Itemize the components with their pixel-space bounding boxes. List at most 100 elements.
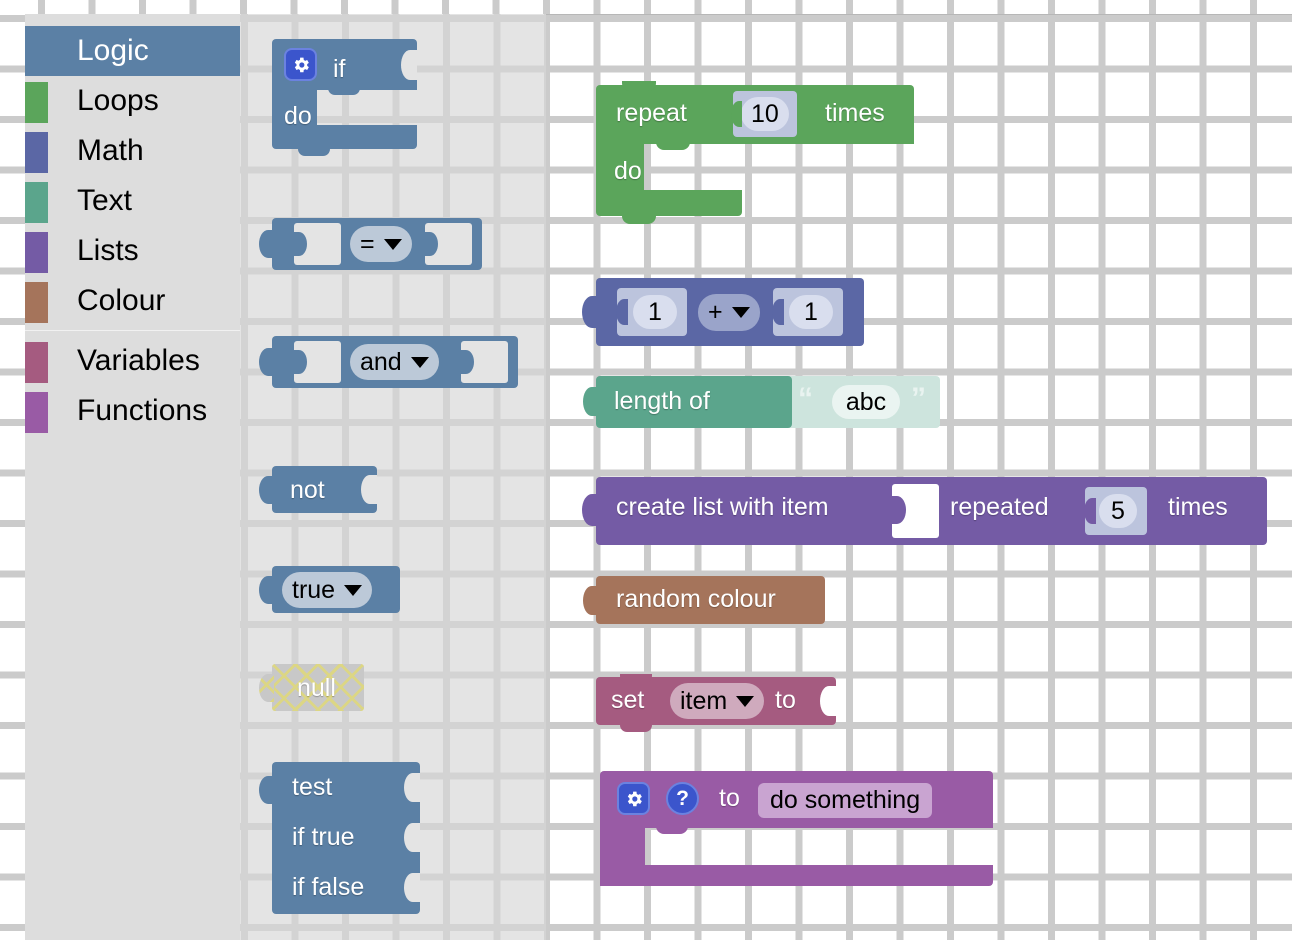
workspace-block-colour-random[interactable]: random colour	[583, 576, 825, 624]
toolbox-category-label: Variables	[77, 344, 200, 377]
category-colour-swatch	[25, 182, 48, 223]
toolbox-separator	[25, 326, 265, 336]
operator-dropdown[interactable]: +	[698, 294, 760, 331]
chevron-down-icon	[736, 695, 755, 707]
block-label-null: null	[297, 674, 336, 702]
flyout-block-logic-compare[interactable]: =	[259, 218, 482, 270]
block-label-repeated: repeated	[950, 493, 1049, 521]
number-field-right[interactable]: 1	[789, 295, 833, 329]
toolbox-category-label: Text	[77, 184, 133, 217]
toolbox-category-label: Logic	[77, 34, 149, 67]
dropdown-value: +	[708, 298, 723, 326]
toolbox-category-label: Loops	[77, 84, 159, 117]
flyout-block-logic-boolean[interactable]: true	[259, 566, 400, 613]
block-label-to: to	[775, 686, 796, 714]
top-notch	[620, 674, 652, 683]
boolean-dropdown[interactable]: true	[282, 572, 373, 608]
toolbox-flyout[interactable]: if do =	[240, 14, 546, 940]
block-label-to: to	[719, 784, 740, 812]
category-colour-swatch	[25, 82, 48, 123]
shadow-number-block[interactable]: 5	[1084, 487, 1147, 535]
chevron-down-icon	[731, 307, 750, 318]
output-plug	[582, 296, 598, 328]
output-plug	[583, 387, 598, 416]
block-label-test: test	[292, 773, 333, 801]
category-colour-swatch	[25, 392, 48, 433]
empty-value-socket[interactable]	[820, 686, 836, 716]
block-label-length-of: length of	[614, 387, 710, 415]
toolbox[interactable]: Logic Loops Math Text Lists Colour Varia…	[25, 14, 265, 940]
number-field[interactable]: 5	[1099, 494, 1137, 528]
block-label-times: times	[825, 99, 885, 127]
category-colour-swatch	[25, 132, 48, 173]
workspace-block-math-arithmetic[interactable]: 1 + 1	[582, 278, 864, 346]
block-label-if: if	[333, 55, 346, 83]
toolbox-category-text[interactable]: Text	[25, 176, 240, 226]
block-label-do: do	[284, 102, 312, 130]
flyout-block-logic-negate[interactable]: not	[259, 466, 377, 513]
chevron-down-icon	[344, 584, 363, 596]
bottom-notch	[620, 723, 652, 732]
workspace-block-text-length[interactable]: length of “ abc ”	[583, 376, 940, 428]
output-plug	[259, 476, 274, 504]
output-plug	[259, 576, 274, 604]
toolbox-category-lists[interactable]: Lists	[25, 226, 240, 276]
number-field[interactable]: 10	[741, 97, 789, 131]
workspace-block-lists-repeat[interactable]: create list with item repeated 5 times	[582, 477, 1267, 545]
toolbox-category-variables[interactable]: Variables	[25, 336, 240, 386]
toolbox-category-colour[interactable]: Colour	[25, 276, 240, 326]
category-colour-swatch	[25, 282, 48, 323]
toolbox-category-label: Functions	[77, 394, 208, 427]
text-field[interactable]: abc	[832, 385, 900, 419]
variable-dropdown[interactable]: item	[670, 683, 765, 719]
procedure-name-field[interactable]: do something	[758, 783, 933, 818]
block-label-create-list: create list with item	[616, 493, 829, 521]
flyout-block-controls-if[interactable]: if do	[272, 30, 417, 158]
toolbox-category-math[interactable]: Math	[25, 126, 240, 176]
shadow-number-block-left[interactable]: 1	[616, 288, 687, 336]
operation-dropdown[interactable]: and	[350, 344, 439, 380]
operator-dropdown[interactable]: =	[350, 226, 412, 262]
chevron-down-icon	[410, 356, 429, 368]
number-field-left[interactable]: 1	[633, 295, 677, 329]
block-label-not: not	[290, 476, 325, 504]
toolbox-category-label: Colour	[77, 284, 166, 317]
output-plug	[259, 776, 274, 804]
shadow-number-block[interactable]: 10	[731, 91, 797, 137]
block-label-set: set	[611, 686, 645, 714]
block-label-repeat: repeat	[616, 99, 687, 127]
output-plug	[259, 348, 274, 376]
flyout-block-logic-null[interactable]: null	[259, 664, 364, 711]
flyout-block-logic-operation[interactable]: and	[259, 336, 518, 388]
shadow-number-block-right[interactable]: 1	[772, 288, 843, 336]
toolbox-category-label: Math	[77, 134, 144, 167]
toolbox-category-functions[interactable]: Functions	[25, 386, 240, 436]
open-quote-icon: “	[798, 382, 813, 415]
close-quote-icon: ”	[911, 382, 926, 415]
chevron-down-icon	[383, 238, 402, 250]
mutator-gear-icon[interactable]	[617, 782, 650, 815]
workspace-block-controls-repeat[interactable]: repeat 10 times do	[596, 76, 914, 226]
block-label-do: do	[614, 157, 642, 185]
mutator-gear-icon[interactable]	[284, 48, 317, 81]
workspace-top-border	[546, 14, 1292, 15]
block-label-if-false: if false	[292, 873, 365, 901]
toolbox-category-label: Lists	[77, 234, 139, 267]
output-plug	[259, 230, 274, 258]
workspace-block-variables-set[interactable]: set item to	[596, 672, 836, 732]
dropdown-value: and	[360, 347, 402, 376]
dropdown-value: true	[292, 575, 336, 604]
toolbox-category-logic[interactable]: Logic	[25, 26, 240, 76]
category-colour-swatch	[25, 232, 48, 273]
block-label-random-colour: random colour	[616, 585, 776, 613]
block-label-if-true: if true	[292, 823, 355, 851]
category-colour-swatch	[25, 342, 48, 383]
dropdown-value: =	[360, 229, 375, 258]
question-icon[interactable]: ?	[666, 782, 699, 815]
output-plug	[582, 494, 598, 526]
workspace-block-procedure-definition[interactable]: ? to do something	[600, 771, 993, 886]
toolbox-category-loops[interactable]: Loops	[25, 76, 240, 126]
flyout-block-logic-ternary[interactable]: test if true if false	[259, 762, 420, 914]
block-label-times: times	[1168, 493, 1228, 521]
